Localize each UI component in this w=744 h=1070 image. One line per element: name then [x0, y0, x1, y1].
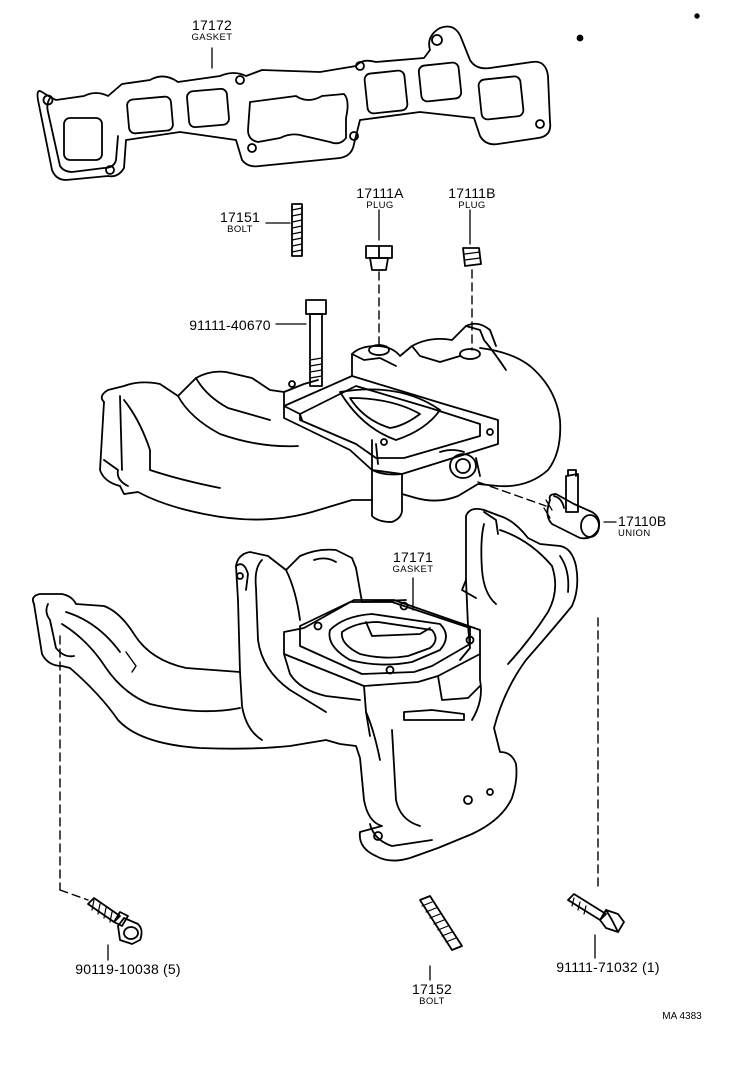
callout-17151: 17151 BOLT: [212, 210, 268, 235]
part-name: GASKET: [392, 564, 434, 575]
part-number: 91111-40670: [189, 317, 271, 333]
part-name: BOLT: [419, 996, 445, 1007]
part-number: 91111-71032 (1): [556, 959, 660, 975]
part-number: 17171: [393, 549, 433, 565]
callout-17172: 17172 GASKET: [178, 18, 246, 43]
flange-bolt-90119-10038-drawing: [87, 897, 143, 945]
exhaust-manifold-drawing: [31, 507, 579, 862]
plug-17111b-drawing: [462, 247, 482, 267]
part-number: 17111A: [356, 185, 404, 201]
leader-lines: [107, 47, 617, 981]
callout-17171: 17171 GASKET: [380, 550, 446, 575]
callout-17110b: 17110B UNION: [618, 514, 698, 539]
callout-91111-71032: 91111-71032 (1): [540, 960, 676, 974]
intake-manifold-drawing: [99, 322, 562, 523]
callout-17111a: 17111A PLUG: [350, 186, 410, 211]
hex-bolt-91111-71032-drawing: [567, 893, 625, 933]
stud-17152-drawing: [419, 895, 463, 951]
callout-17152: 17152 BOLT: [404, 982, 460, 1007]
callout-91111-40670: 91111-40670: [184, 318, 276, 332]
part-number: 17111B: [448, 185, 496, 201]
part-number: 17172: [192, 17, 232, 33]
callout-17111b: 17111B PLUG: [442, 186, 502, 211]
stud-17151-drawing: [291, 203, 303, 257]
union-17110b-drawing: [543, 469, 601, 540]
assembly-dashed-lines: [59, 269, 599, 901]
plug-17111a-drawing: [365, 245, 393, 271]
part-name: GASKET: [191, 32, 233, 43]
part-name: UNION: [618, 528, 651, 539]
part-name: BOLT: [227, 224, 253, 235]
callout-90119-10038: 90119-10038 (5): [60, 962, 196, 976]
gasket-17172-drawing: [36, 13, 700, 181]
part-name: PLUG: [366, 200, 394, 211]
part-number: 17151: [220, 209, 260, 225]
reference-code: MA 4383: [662, 1011, 702, 1022]
part-number: 17152: [412, 981, 452, 997]
part-name: PLUG: [458, 200, 486, 211]
long-bolt-91111-40670-drawing: [305, 299, 327, 387]
part-number: 17110B: [618, 513, 667, 529]
part-number: 90119-10038 (5): [75, 961, 181, 977]
